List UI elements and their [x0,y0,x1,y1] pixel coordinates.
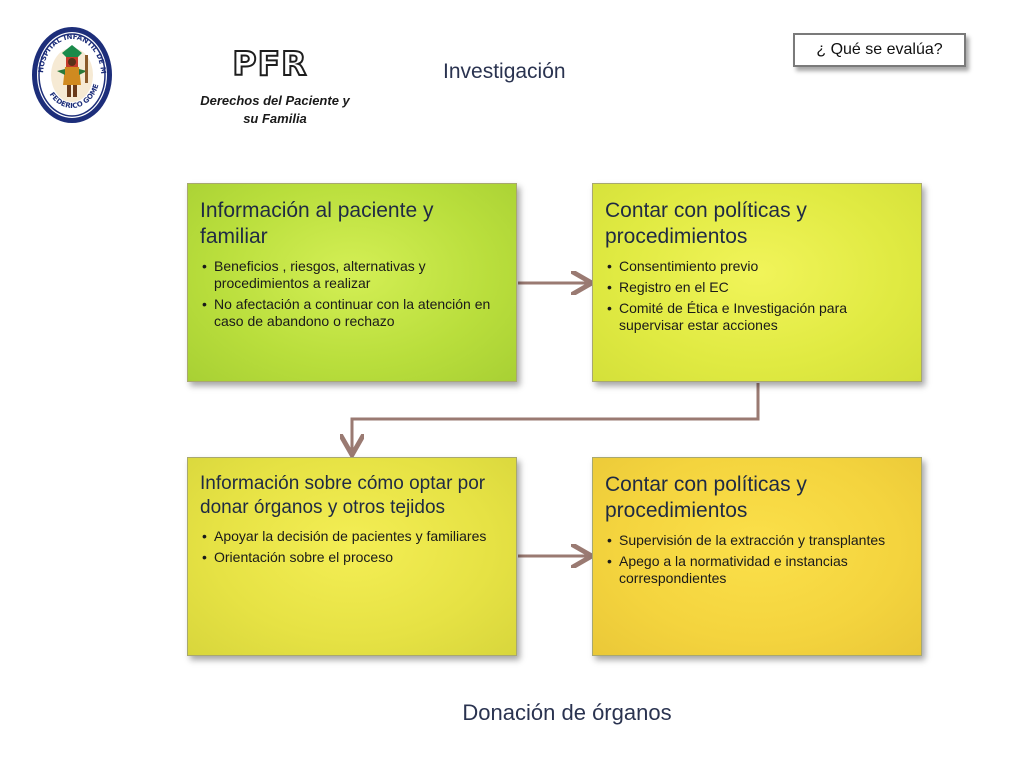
box-heading: Contar con políticas y procedimientos [605,199,807,248]
arrow-box2-to-box3 [352,383,760,452]
bullet-list: Consentimiento previo Registro en el EC … [605,258,909,334]
box-heading: Contar con políticas y procedimientos [605,473,807,522]
pfr-brand-logo: PFR [231,43,308,84]
list-item: No afectación a continuar con la atenció… [200,296,504,330]
box-politicas-donacion: Contar con políticas y procedimientos Su… [592,457,922,656]
list-item: Beneficios , riesgos, alternativas y pro… [200,258,504,292]
box-informacion-paciente: Información al paciente y familiar Benef… [187,183,517,382]
page-title: Investigación [443,60,566,83]
bullet-list: Apoyar la decisión de pacientes y famili… [200,528,504,566]
box-heading: Información al paciente y familiar [200,199,434,248]
list-item: Comité de Ética e Investigación para sup… [605,300,909,334]
list-item: Consentimiento previo [605,258,909,275]
list-item: Apego a la normatividad e instancias cor… [605,553,909,587]
list-item: Orientación sobre el proceso [200,549,504,566]
list-item: Registro en el EC [605,279,909,296]
que-se-evalua-button[interactable]: ¿ Qué se evalúa? [793,33,966,67]
bullet-list: Supervisión de la extracción y transplan… [605,532,909,587]
section-footer-title: Donación de órganos [462,700,672,725]
list-item: Apoyar la decisión de pacientes y famili… [200,528,504,545]
box-heading: Información sobre cómo optar por donar ó… [200,473,486,518]
hospital-seal-logo: HOSPITAL INFANTIL DE MEXICO FEDERICO GOM… [31,25,112,123]
box-politicas-investigacion: Contar con políticas y procedimientos Co… [592,183,922,382]
brand-subtitle: Derechos del Paciente y su Familia [200,93,350,126]
box-donacion-informacion: Información sobre cómo optar por donar ó… [187,457,517,656]
bullet-list: Beneficios , riesgos, alternativas y pro… [200,258,504,330]
list-item: Supervisión de la extracción y transplan… [605,532,909,549]
